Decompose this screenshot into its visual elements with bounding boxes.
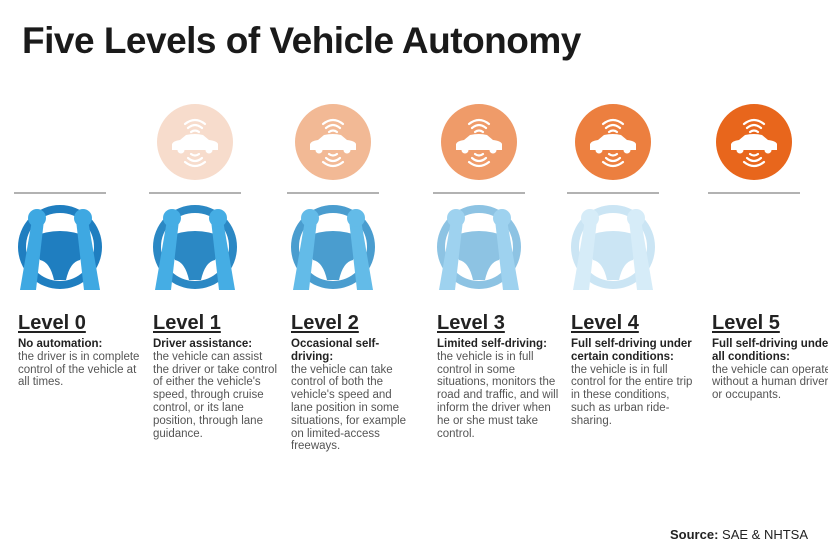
steering-wheel-icon [291,205,375,289]
level-column-5: Level 5 Full self-driving under all condi… [704,0,828,551]
infographic-title: Five Levels of Vehicle Autonomy [22,20,581,61]
level-column-2: Level 2 Occasional self-driving:the vehic… [283,0,413,551]
level-text: Full self-driving under certain conditio… [571,338,696,428]
level-heading: No automation: [18,338,103,350]
source-credit: Source: SAE & NHTSA [670,527,808,542]
level-column-1: Level 1 Driver assistance:the vehicle can… [145,0,278,551]
hands-on-wheel-icon [573,209,653,290]
level-illustration [287,104,379,290]
self-driving-car-icon [157,104,233,180]
level-description: the vehicle can assist the driver or tak… [153,350,278,440]
level-column-0: Level 0 No automation:the driver is in co… [10,0,140,551]
level-description: the driver is in complete control of the… [18,350,140,389]
source-value: SAE & NHTSA [722,527,808,542]
hands-on-wheel-icon [293,209,373,290]
level-description: the vehicle is in full control in some s… [437,350,559,440]
level-text: Full self-driving under all conditions:t… [712,338,828,402]
level-illustration [708,104,800,194]
self-driving-car-icon [295,104,371,180]
steering-wheel-icon [18,205,102,289]
self-driving-car-icon [441,104,517,180]
hands-on-wheel-icon [20,209,100,290]
level-label: Level 4 [571,312,639,334]
level-text: Occasional self-driving:the vehicle can … [291,338,416,453]
level-heading: Limited self-driving: [437,338,547,350]
level-label: Level 5 [712,312,780,334]
level-illustration [567,104,659,290]
level-illustration [433,104,525,290]
level-text: Driver assistance:the vehicle can assist… [153,338,278,440]
level-heading: Full self-driving under certain conditio… [571,338,692,363]
level-label: Level 0 [18,312,86,334]
level-label: Level 1 [153,312,221,334]
source-label: Source: [670,527,719,542]
steering-wheel-icon [571,205,655,289]
hands-on-wheel-icon [439,209,519,290]
steering-wheel-icon [437,205,521,289]
level-label: Level 2 [291,312,359,334]
level-text: Limited self-driving:the vehicle is in f… [437,338,562,440]
level-column-3: Level 3 Limited self-driving:the vehicle … [429,0,559,551]
level-description: the vehicle can operate without a human … [712,363,828,402]
self-driving-car-icon [716,104,792,180]
level-heading: Occasional self-driving: [291,338,380,363]
level-text: No automation:the driver is in complete … [18,338,143,389]
level-column-4: Level 4 Full self-driving under certain c… [563,0,693,551]
self-driving-car-icon [575,104,651,180]
steering-wheel-icon [153,205,237,289]
level-description: the vehicle can take control of both the… [291,363,407,453]
level-description: the vehicle is in full control for the e… [571,363,693,427]
level-heading: Full self-driving under all conditions: [712,338,828,363]
level-heading: Driver assistance: [153,338,253,350]
hands-on-wheel-icon [155,209,235,290]
level-illustration [14,192,106,290]
level-illustration [149,104,241,290]
level-label: Level 3 [437,312,505,334]
